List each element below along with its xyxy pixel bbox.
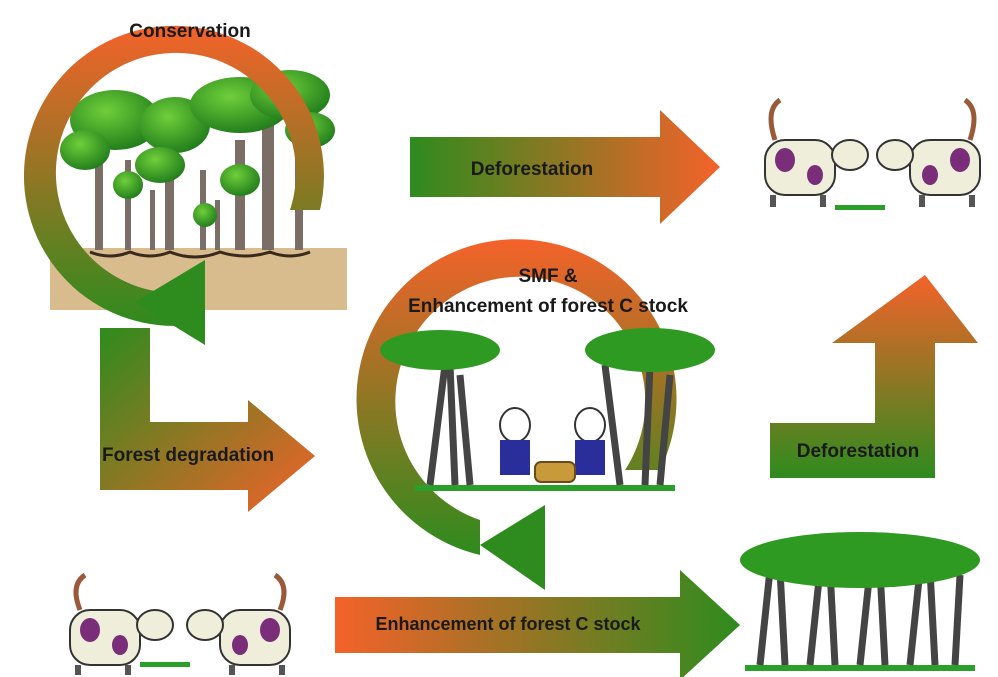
conservation-label: Conservation [129, 21, 250, 42]
forest-degradation-label: Forest degradation [102, 445, 274, 466]
logger-icon [574, 407, 606, 475]
cow-icon [764, 97, 869, 207]
enhancement-bottom-label: Enhancement of forest C stock [375, 614, 641, 634]
cow-icon [876, 97, 981, 207]
deforestation-top-label: Deforestation [471, 159, 593, 180]
smf-label-line1: SMF & [518, 266, 577, 287]
cows-top [764, 97, 981, 210]
log-icon [534, 461, 576, 483]
deforestation-right-label: Deforestation [797, 441, 919, 462]
cow-icon [186, 572, 291, 675]
cow-icon [69, 572, 174, 675]
deforestation-arrow-right [770, 275, 978, 478]
forest-roots [89, 250, 311, 259]
logger-icon [499, 407, 531, 475]
forest-degradation-arrow [100, 328, 315, 512]
conservation-cycle-arrow [23, 25, 324, 345]
smf-trees [380, 328, 715, 491]
deforestation-arrow-top [410, 110, 720, 224]
cows-bottom [69, 572, 291, 675]
smf-cycle-arrow [356, 239, 677, 590]
smf-label-line2: Enhancement of forest C stock [408, 296, 688, 317]
enhancement-arrow [335, 570, 740, 677]
tree-stand [740, 532, 980, 671]
